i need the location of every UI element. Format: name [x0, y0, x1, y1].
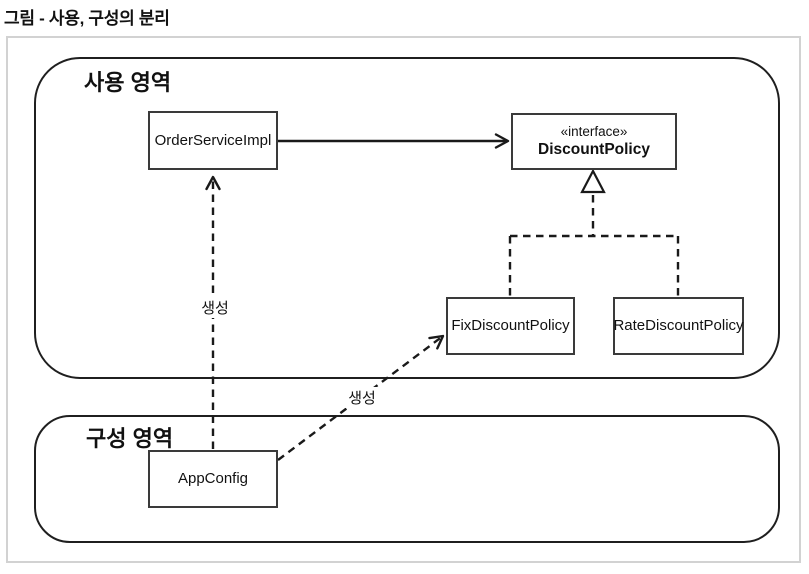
- node-fixdiscountpolicy: FixDiscountPolicy: [446, 297, 575, 355]
- usage-region-label: 사용 영역: [84, 70, 172, 95]
- node-appconfig: AppConfig: [148, 450, 278, 508]
- node-label: OrderServiceImpl: [154, 131, 272, 149]
- node-label: DiscountPolicy: [538, 141, 650, 159]
- node-discountpolicy: «interface» DiscountPolicy: [511, 113, 677, 170]
- node-label: RateDiscountPolicy: [613, 317, 744, 335]
- figure-title: 그림 - 사용, 구성의 분리: [4, 9, 170, 28]
- node-ratediscountpolicy: RateDiscountPolicy: [613, 297, 744, 355]
- stereotype-label: «interface»: [560, 123, 628, 139]
- node-label: FixDiscountPolicy: [451, 317, 570, 335]
- node-label: AppConfig: [177, 470, 249, 488]
- edge-label-create-vertical: 생성: [198, 297, 232, 318]
- node-orderserviceimpl: OrderServiceImpl: [148, 111, 278, 170]
- config-region-label: 구성 영역: [86, 426, 174, 451]
- edge-label-create-diagonal: 생성: [345, 387, 379, 408]
